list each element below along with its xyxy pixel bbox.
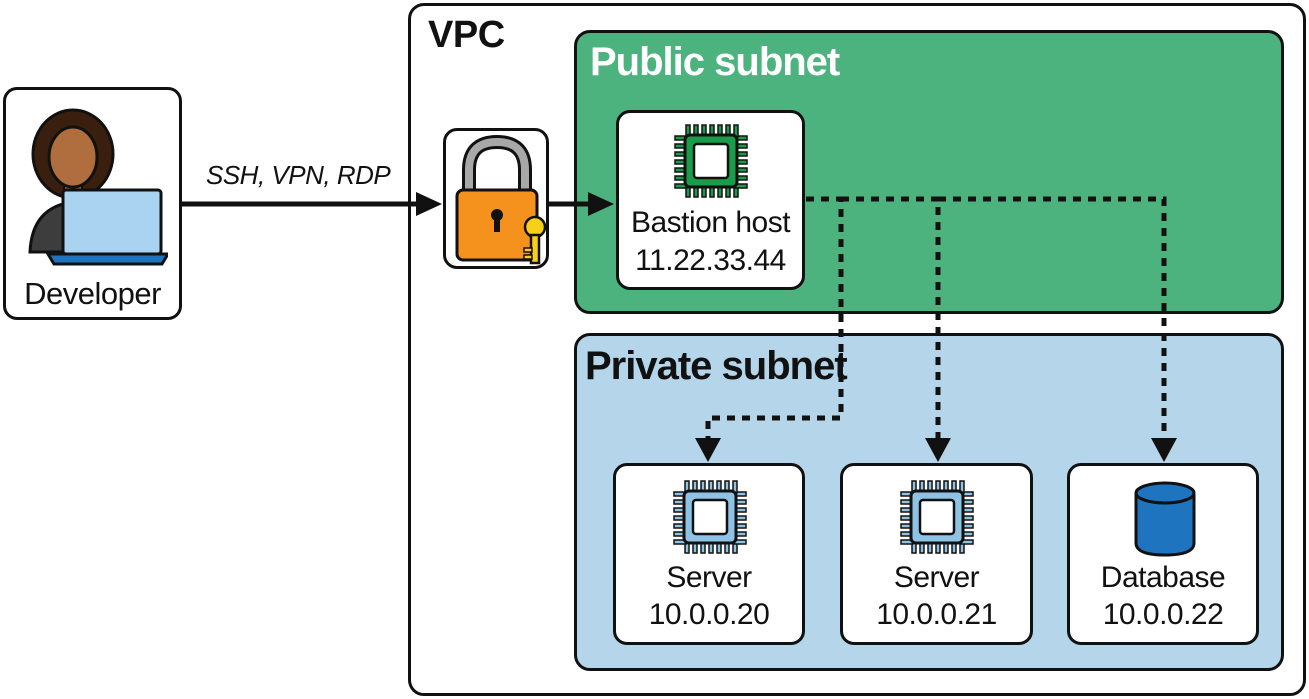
cpu-chip-icon [674,124,748,198]
database-box: Database 10.0.0.22 [1067,463,1259,645]
developer-with-laptop-icon [28,108,168,266]
lock-box [443,128,549,269]
padlock-with-key-icon [455,134,547,265]
private-subnet-label: Private subnet [585,344,848,388]
connection-label: SSH, VPN, RDP [206,160,391,190]
database-cylinder-icon [1134,481,1196,557]
server-1-ip: 10.0.0.20 [648,598,770,631]
bastion-host-name: Bastion host [630,206,791,239]
server-box-2: Server 10.0.0.21 [840,463,1033,645]
cpu-chip-icon [673,480,747,554]
developer-label: Developer [24,276,161,311]
cpu-chip-icon [900,480,974,554]
bastion-host-box: Bastion host 11.22.33.44 [616,110,805,290]
server-2-name: Server [893,561,980,594]
public-subnet-label: Public subnet [590,40,840,84]
vpc-box [408,3,1306,696]
server-2-ip: 10.0.0.21 [876,598,997,631]
database-ip: 10.0.0.22 [1102,598,1224,631]
developer-box: Developer [3,87,182,320]
server-1-name: Server [666,561,752,594]
bastion-host-ip: 11.22.33.44 [635,244,786,277]
database-name: Database [1100,561,1226,594]
vpc-label: VPC [428,14,505,56]
server-box-1: Server 10.0.0.20 [613,463,805,645]
